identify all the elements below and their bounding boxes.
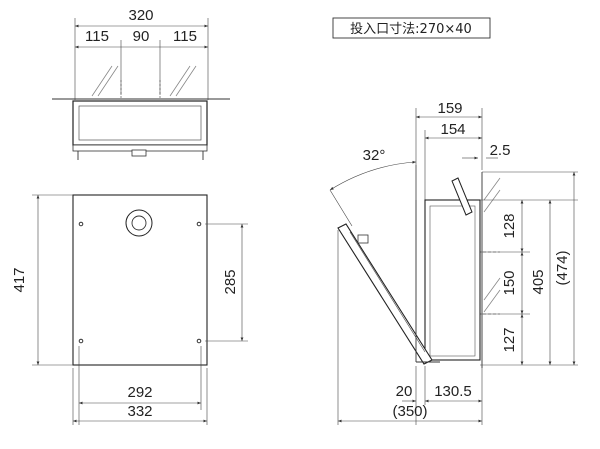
dim-side-350: (350) <box>392 403 427 420</box>
dim-front-height: 417 <box>11 267 28 292</box>
dim-side-128: 128 <box>501 213 518 238</box>
slot-spec-box: 投入口寸法:270×40 <box>332 17 491 39</box>
dim-inner-height: 285 <box>222 269 239 294</box>
dim-inner-width: 292 <box>127 384 152 401</box>
dim-side-gap: 2.5 <box>490 142 511 159</box>
side-view-box <box>424 199 481 361</box>
side-view: 159 154 2.5 32° <box>329 100 578 425</box>
dim-segment-left: 115 <box>85 28 109 45</box>
dim-segment-center: 90 <box>133 28 150 45</box>
dim-side-130-5: 130.5 <box>434 383 472 400</box>
dim-side-405: 405 <box>530 269 547 294</box>
top-view: 320 115 90 115 <box>52 7 230 160</box>
dim-side-20: 20 <box>396 383 413 400</box>
front-view: 417 285 292 332 <box>11 194 248 425</box>
dim-side-474: (474) <box>554 250 571 285</box>
dim-segment-right: 115 <box>173 28 197 45</box>
dim-side-127: 127 <box>501 327 518 352</box>
dim-side-150: 150 <box>501 270 518 295</box>
slot-spec-text: 投入口寸法:270×40 <box>350 21 472 37</box>
top-view-box <box>72 100 208 146</box>
dim-side-159: 159 <box>437 100 462 117</box>
dim-overall-width: 320 <box>128 7 153 24</box>
dim-side-154: 154 <box>440 121 465 138</box>
dim-outer-width: 332 <box>127 403 152 420</box>
dim-lid-angle: 32° <box>363 147 386 164</box>
opened-door <box>337 223 433 365</box>
